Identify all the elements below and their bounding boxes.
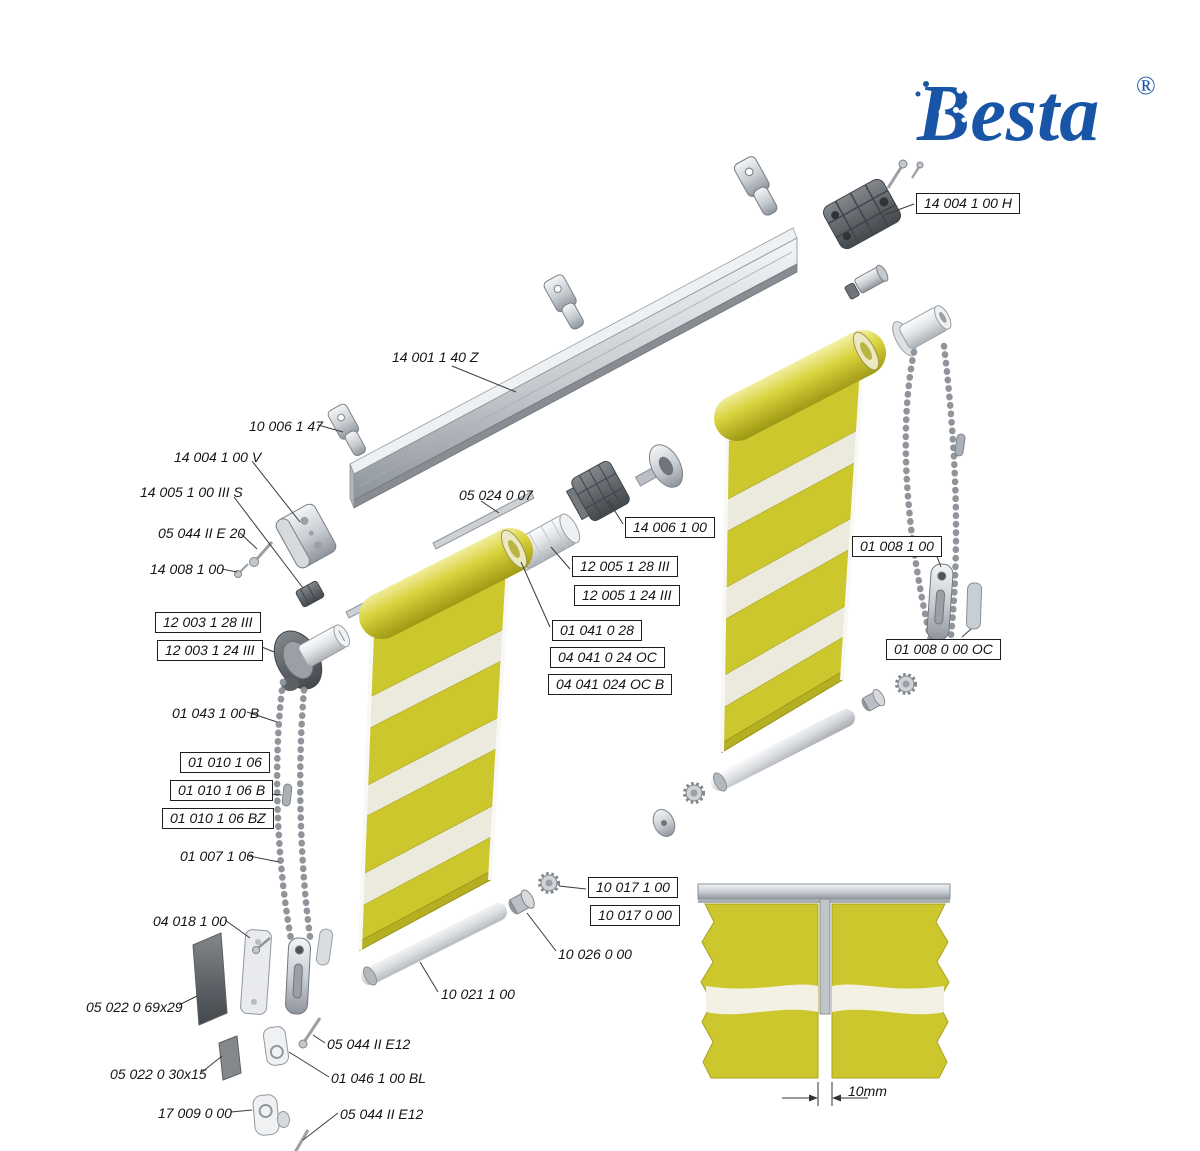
part-label-05044IIE20: 05 044 II E 20 <box>158 525 246 541</box>
inset-center-divider <box>819 898 831 1015</box>
part-label-12005128III: 12 005 1 28 III <box>572 556 678 577</box>
logo-dots <box>915 81 972 127</box>
part-label-12005124III: 12 005 1 24 III <box>574 585 680 606</box>
wall-bracket-h <box>823 178 901 250</box>
chain-holder-01046 <box>262 1026 290 1066</box>
pulley-disc <box>634 444 684 488</box>
cover-strip-1 <box>432 491 535 550</box>
besta-logo: Besta ® <box>915 70 1156 158</box>
end-disc-right <box>652 809 676 837</box>
bottom-tube-left <box>361 903 507 986</box>
bracket-screw-2 <box>911 161 924 179</box>
part-label-01046100BL: 01 046 1 00 BL <box>331 1070 426 1086</box>
part-label-01010106: 01 010 1 06 <box>180 752 270 773</box>
part-label-10017000: 10 017 0 00 <box>590 905 680 926</box>
roller-tube-left <box>359 528 533 639</box>
screw-e12-top <box>298 1017 322 1049</box>
mounting-clip-center <box>541 272 590 334</box>
inset-sheer-band-left <box>706 984 818 1015</box>
chain-control-unit <box>892 305 952 357</box>
inset-dimension <box>782 1082 868 1106</box>
screw-14008 <box>234 563 249 578</box>
bottom-bar-tube-right <box>711 709 855 792</box>
part-label-10017100: 10 017 1 00 <box>588 877 678 898</box>
ball-chain-left <box>273 678 315 954</box>
part-label-14001140Z: 14 001 1 40 Z <box>392 349 479 365</box>
part-label-01043100B: 01 043 1 00 B <box>172 705 260 721</box>
part-label-17009000: 17 009 0 00 <box>158 1105 232 1121</box>
part-label-05044IIE12-b: 05 044 II E12 <box>340 1106 424 1122</box>
roller-tube-right <box>714 330 886 441</box>
part-label-01010106BZ: 01 010 1 06 BZ <box>162 808 274 829</box>
adapter-part <box>844 264 889 300</box>
part-label-05044IIE12-a: 05 044 II E12 <box>327 1036 411 1052</box>
fabric-plate-large <box>192 932 228 1026</box>
wall-plate-v <box>275 503 337 569</box>
fabric-plate-small <box>218 1035 242 1081</box>
part-label-04018100: 04 018 1 00 <box>153 913 227 929</box>
logo-wordmark: Besta <box>916 70 1099 158</box>
part-label-05024007: 05 024 0 07 <box>459 487 533 503</box>
part-label-10006147: 10 006 1 47 <box>249 418 323 434</box>
part-label-12003128III: 12 003 1 28 III <box>155 612 261 633</box>
plate-screw <box>252 937 271 954</box>
part-label-01041028: 01 041 0 28 <box>552 620 642 641</box>
screw-e20 <box>249 541 274 567</box>
part-label-01008100: 01 008 1 00 <box>852 536 942 557</box>
end-cap-10026 <box>504 887 538 919</box>
leader-lines <box>178 203 972 1141</box>
part-label-12003124III: 12 003 1 24 III <box>157 640 263 661</box>
inset-profile <box>697 883 951 900</box>
part-label-04041024OCB: 04 041 024 OC B <box>548 674 673 695</box>
part-label-14005100IIIS: 14 005 1 00 III S <box>140 484 243 500</box>
part-label-14008100: 14 008 1 00 <box>150 561 224 577</box>
part-label-10026000: 10 026 0 00 <box>558 946 632 962</box>
registered-mark: ® <box>1136 71 1156 100</box>
star-cap-right-1 <box>683 782 705 804</box>
part-label-05022030x15: 05 022 0 30x15 <box>110 1066 207 1082</box>
star-cap-right-2 <box>895 673 917 695</box>
dimension-label-10mm: 10mm <box>848 1083 887 1099</box>
blind-left <box>358 528 533 952</box>
part-label-05022069x29: 05 022 0 69x29 <box>86 999 183 1015</box>
mounting-clip-right <box>731 154 784 220</box>
bracket-screw-1 <box>886 159 908 189</box>
cassette-bracket-14006 <box>565 460 630 521</box>
part-label-01010106B: 01 010 1 06 B <box>170 780 274 801</box>
inset-sheer-band-right <box>832 984 944 1015</box>
cross-section-detail <box>697 883 951 1106</box>
chain-weight-cap-right <box>965 582 983 630</box>
headrail-profile <box>349 227 798 509</box>
clip-adapter-14005 <box>295 580 325 608</box>
mounting-clip-left <box>325 402 371 460</box>
part-label-10021100: 10 021 1 00 <box>441 986 515 1002</box>
chain-weight-left <box>284 936 312 1016</box>
end-cap-right <box>858 687 888 715</box>
wall-plate-04018 <box>240 929 272 1015</box>
chain-holder-17009 <box>252 1094 290 1136</box>
small-cylinder <box>315 928 334 966</box>
screw-e12-bottom <box>294 1129 310 1151</box>
part-label-01008000OC: 01 008 0 00 OC <box>886 639 1001 660</box>
chain-connector-left <box>281 783 293 807</box>
part-label-14004100V: 14 004 1 00 V <box>174 449 262 465</box>
clutch-left-12003 <box>273 624 351 691</box>
part-label-04041024OC: 04 041 0 24 OC <box>550 647 665 668</box>
star-cap-10017 <box>538 872 560 894</box>
chain-connector-right <box>954 433 966 457</box>
blind-right <box>714 330 886 754</box>
part-label-14004100H: 14 004 1 00 H <box>916 193 1020 214</box>
chain-weight-right <box>925 562 955 642</box>
part-label-14006100: 14 006 1 00 <box>625 517 715 538</box>
part-label-01007106: 01 007 1 06 <box>180 848 254 864</box>
